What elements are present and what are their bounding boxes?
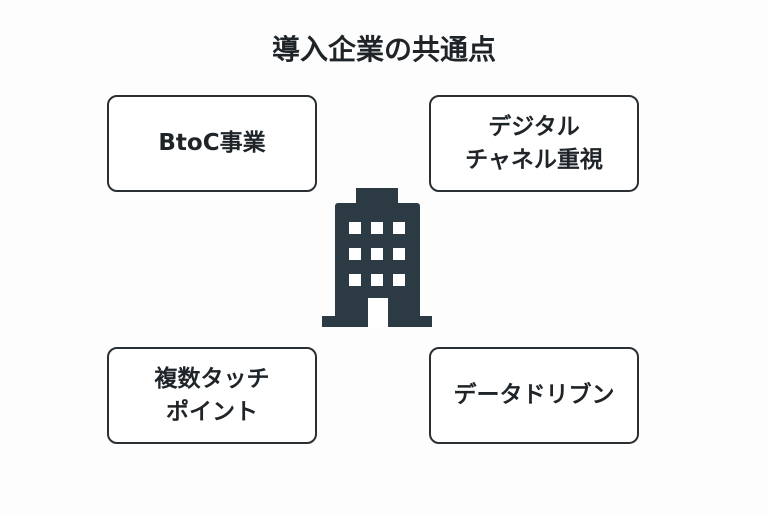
- card-label: デジタル チャネル重視: [465, 114, 603, 173]
- card-touchpoints: 複数タッチ ポイント: [107, 347, 317, 444]
- card-digital-channel: デジタル チャネル重視: [429, 95, 639, 192]
- card-label: BtoC事業: [158, 130, 266, 157]
- card-label: 複数タッチ ポイント: [154, 366, 270, 425]
- card-btoc: BtoC事業: [107, 95, 317, 192]
- building-icon: [322, 188, 432, 328]
- card-label: データドリブン: [453, 382, 615, 409]
- page-title: 導入企業の共通点: [271, 33, 496, 66]
- card-data-driven: データドリブン: [429, 347, 639, 444]
